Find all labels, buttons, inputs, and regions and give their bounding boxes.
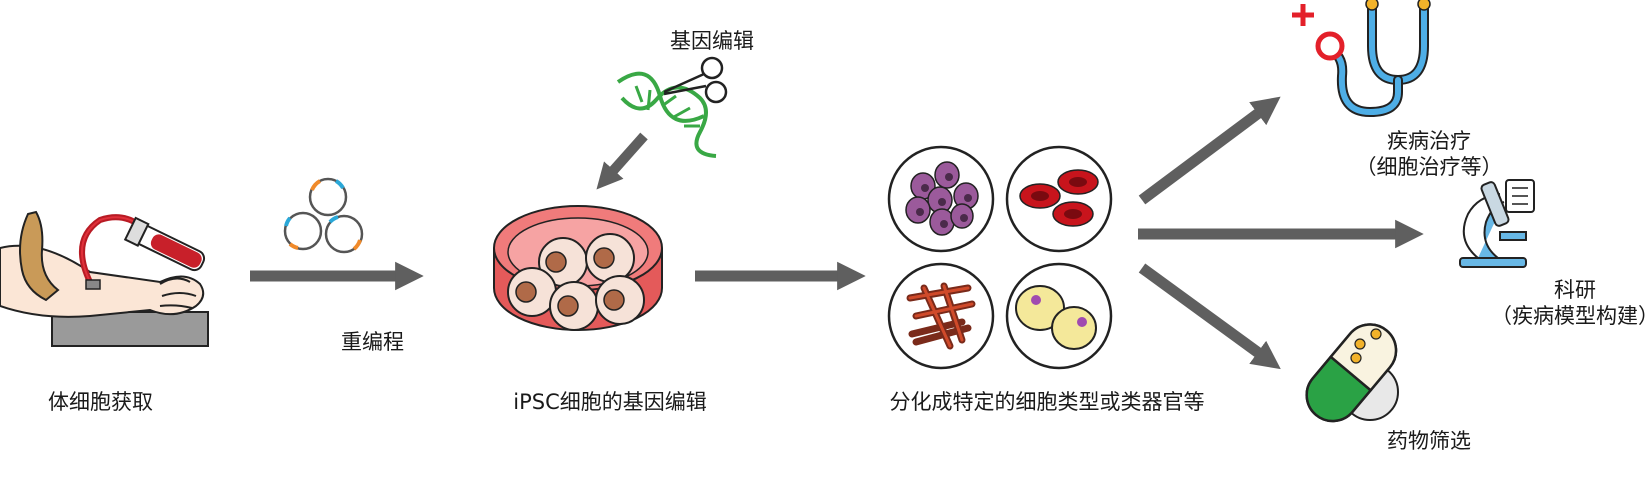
label-drug-screening: 药物筛选: [1387, 429, 1471, 453]
arrow-to-treatment: [1138, 96, 1281, 205]
label-research-title: 科研: [1554, 278, 1596, 302]
label-disease-treatment-title: 疾病治疗: [1387, 129, 1471, 153]
label-disease-treatment: 疾病治疗 （细胞治疗等）: [1356, 128, 1503, 181]
fat-cells-icon: [1005, 262, 1113, 370]
capsule-icon: [1305, 323, 1399, 423]
label-ipsc-gene-editing: iPSC细胞的基因编辑: [513, 390, 707, 414]
microscope-icon: [1459, 179, 1535, 268]
label-reprogramming: 重编程: [341, 330, 404, 354]
arrow-gene-editing: [596, 132, 648, 190]
label-disease-treatment-sub: （细胞治疗等）: [1355, 155, 1503, 180]
petri-dish-icon: [493, 205, 663, 331]
label-gene-editing: 基因编辑: [670, 29, 754, 53]
plasmid-icon: [283, 177, 364, 254]
dna-scissors-icon: [616, 56, 728, 158]
label-somatic-acquisition: 体细胞获取: [48, 390, 153, 414]
blood-cells-icon: [887, 145, 995, 253]
label-research-sub: （疾病模型构建）: [1491, 304, 1652, 329]
muscle-fibers-icon: [887, 262, 995, 370]
arm-blood-draw-icon: [0, 210, 209, 347]
red-blood-cells-icon: [1005, 145, 1113, 253]
stethoscope-icon: [1292, 0, 1431, 118]
arrow-to-drug-screening: [1138, 263, 1281, 370]
label-differentiation: 分化成特定的细胞类型或类器官等: [889, 390, 1205, 414]
label-research: 科研 （疾病模型构建）: [1491, 277, 1652, 330]
